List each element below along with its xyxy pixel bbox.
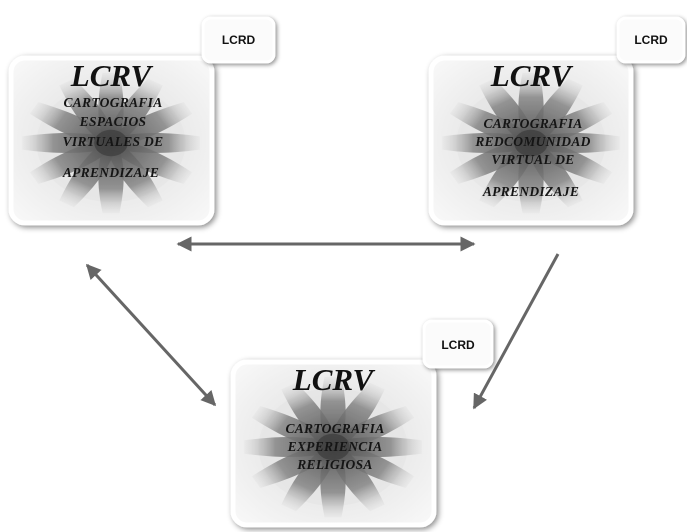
box-line: APRENDIZAJE — [62, 165, 159, 180]
box-line: VIRTUALES DE — [63, 134, 164, 149]
box-line: ESPACIOS — [79, 114, 147, 129]
tag-frame — [201, 16, 276, 64]
box-line: APRENDIZAJE — [482, 184, 579, 199]
tag-frame — [422, 319, 494, 369]
box-line: VIRTUAL DE — [491, 152, 574, 167]
tag-label: LCRD — [634, 33, 668, 47]
tag-label: LCRD — [441, 338, 475, 352]
box-title: LCRV — [490, 58, 574, 93]
box-line: RELIGIOSA — [296, 457, 372, 472]
box-experiencia-religiosa: LCRV CARTOGRAFIA EXPERIENCIA RELIGIOSA — [230, 359, 437, 528]
tag-label: LCRD — [222, 33, 256, 47]
tag-box-bottom: LCRD — [422, 319, 494, 369]
tag-box-top-left: LCRD — [201, 16, 276, 64]
box-title: LCRV — [292, 362, 376, 397]
arrow-top-right-to-bottom — [472, 253, 560, 410]
box-line: REDCOMUNIDAD — [474, 134, 590, 149]
box-title: LCRV — [70, 58, 154, 93]
box-line: EXPERIENCIA — [287, 439, 383, 454]
box-line: CARTOGRAFIA — [483, 116, 582, 131]
box-line: CARTOGRAFIA — [285, 421, 384, 436]
tag-frame — [616, 16, 686, 64]
box-espacios-virtuales: LCRV CARTOGRAFIA ESPACIOS VIRTUALES DE A… — [8, 55, 215, 226]
tag-box-top-right: LCRD — [616, 16, 686, 64]
box-line: CARTOGRAFIA — [63, 95, 162, 110]
arrow-top-left-to-bottom — [85, 263, 217, 407]
box-redcomunidad-virtual: LCRV CARTOGRAFIA REDCOMUNIDAD VIRTUAL DE… — [428, 55, 634, 226]
